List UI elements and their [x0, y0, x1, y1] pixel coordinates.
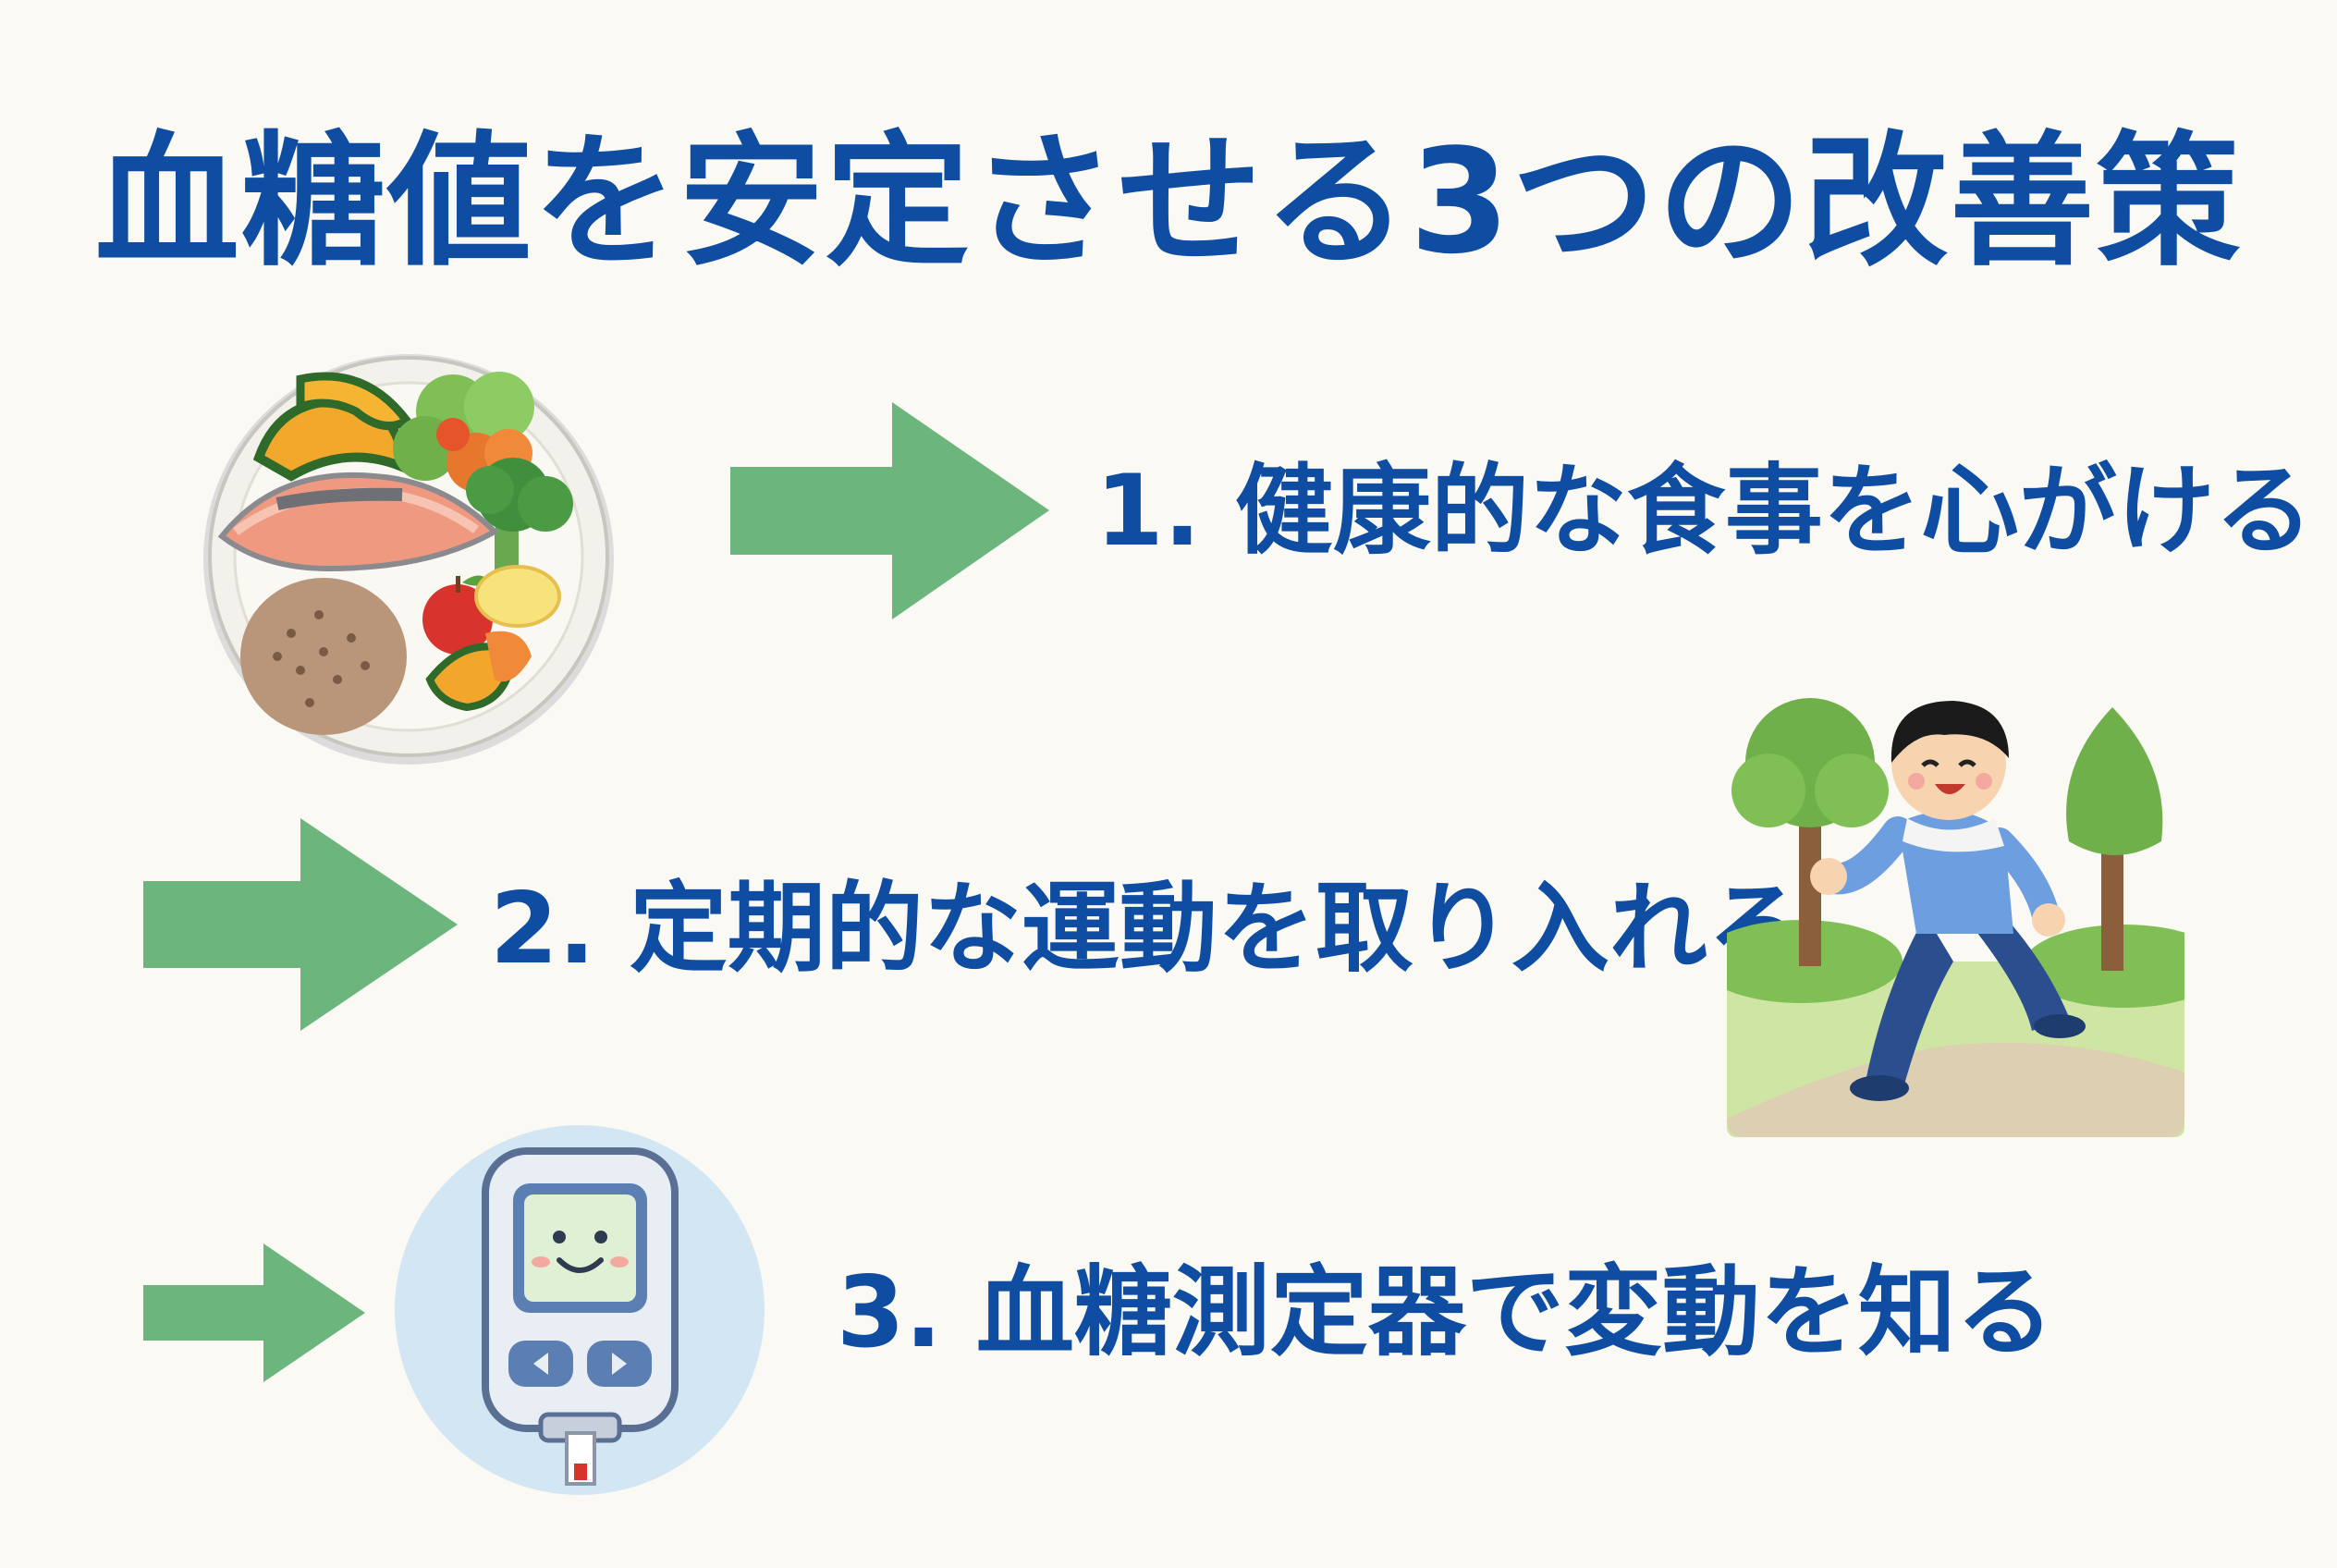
step-2-label: 2. 定期的な運動を取り入れる	[490, 872, 1805, 986]
arrow-right-2-icon	[143, 818, 458, 1031]
glucose-meter-icon	[395, 1125, 765, 1495]
jogging-person-icon	[1727, 698, 2184, 1137]
step-1-label: 1. 健康的な食事を心がける	[1095, 454, 2313, 568]
meal-plate-icon	[203, 354, 614, 765]
arrow-right-3-icon	[143, 1243, 365, 1382]
step-3-label: 3. 血糖測定器で変動を知る	[837, 1256, 2054, 1369]
page-title: 血糖値を安定させる3つの改善策	[94, 117, 2243, 286]
arrow-right-1-icon	[730, 402, 1049, 619]
